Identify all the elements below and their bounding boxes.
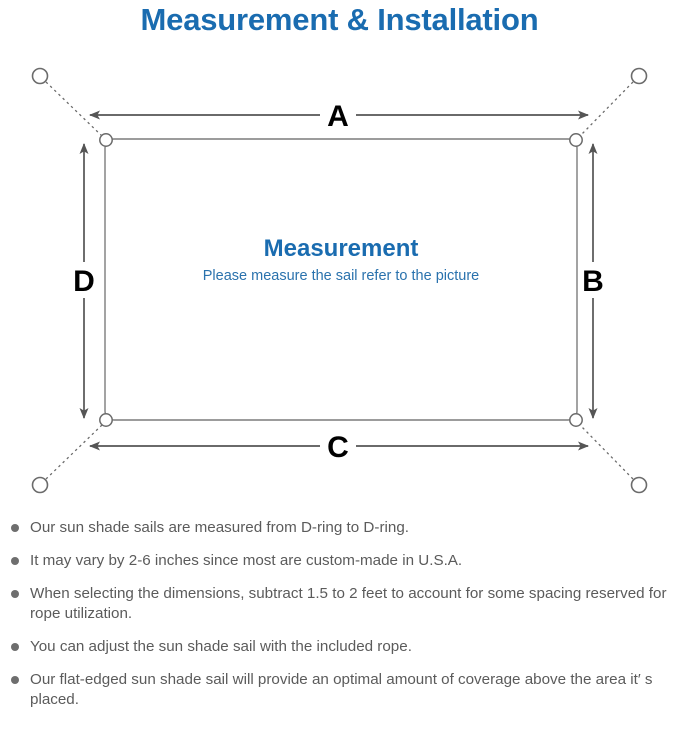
rope-bottom-left bbox=[45, 424, 103, 480]
list-item: Our flat-edged sun shade sail will provi… bbox=[0, 670, 679, 710]
dimension-c-label: C bbox=[327, 431, 349, 464]
bullet-icon bbox=[11, 590, 19, 598]
bullet-icon bbox=[11, 676, 19, 684]
dimension-b-label: B bbox=[582, 265, 604, 298]
rope-top-right bbox=[579, 81, 634, 137]
bullet-icon bbox=[11, 524, 19, 532]
d-ring-top-left bbox=[99, 133, 113, 147]
rope-lines bbox=[45, 81, 634, 480]
anchor-post-top-right bbox=[630, 67, 648, 85]
list-item: You can adjust the sun shade sail with t… bbox=[0, 637, 679, 657]
bullet-icon bbox=[11, 643, 19, 651]
note-text: When selecting the dimensions, subtract … bbox=[30, 585, 667, 622]
anchor-posts bbox=[31, 67, 648, 494]
d-ring-bottom-right bbox=[569, 413, 583, 427]
d-ring-bottom-left bbox=[99, 413, 113, 427]
rope-bottom-right bbox=[579, 424, 634, 480]
measurement-diagram: A C D B Measurement Please measure the s… bbox=[0, 44, 679, 514]
anchor-post-bottom-right bbox=[630, 476, 648, 494]
note-text: It may vary by 2-6 inches since most are… bbox=[30, 552, 463, 569]
page-title: Measurement & Installation bbox=[140, 2, 539, 37]
notes-list: Our sun shade sails are measured from D-… bbox=[0, 518, 679, 723]
d-rings bbox=[99, 133, 583, 427]
rope-top-left bbox=[45, 81, 103, 137]
dimension-a: A bbox=[89, 100, 589, 133]
bullet-icon bbox=[11, 557, 19, 565]
note-text: Our sun shade sails are measured from D-… bbox=[30, 519, 409, 536]
note-text: Our flat-edged sun shade sail will provi… bbox=[30, 671, 653, 708]
dimension-d-label: D bbox=[73, 265, 95, 298]
anchor-post-top-left bbox=[31, 67, 49, 85]
dimension-c: C bbox=[89, 431, 589, 464]
list-item: It may vary by 2-6 inches since most are… bbox=[0, 551, 679, 571]
dimension-a-label: A bbox=[327, 100, 349, 133]
d-ring-top-right bbox=[569, 133, 583, 147]
dimension-b: B bbox=[582, 143, 604, 419]
list-item: Our sun shade sails are measured from D-… bbox=[0, 518, 679, 538]
note-text: You can adjust the sun shade sail with t… bbox=[30, 638, 412, 655]
sail-body bbox=[104, 138, 578, 421]
anchor-post-bottom-left bbox=[31, 476, 49, 494]
list-item: When selecting the dimensions, subtract … bbox=[0, 584, 679, 624]
dimension-d: D bbox=[73, 143, 95, 419]
